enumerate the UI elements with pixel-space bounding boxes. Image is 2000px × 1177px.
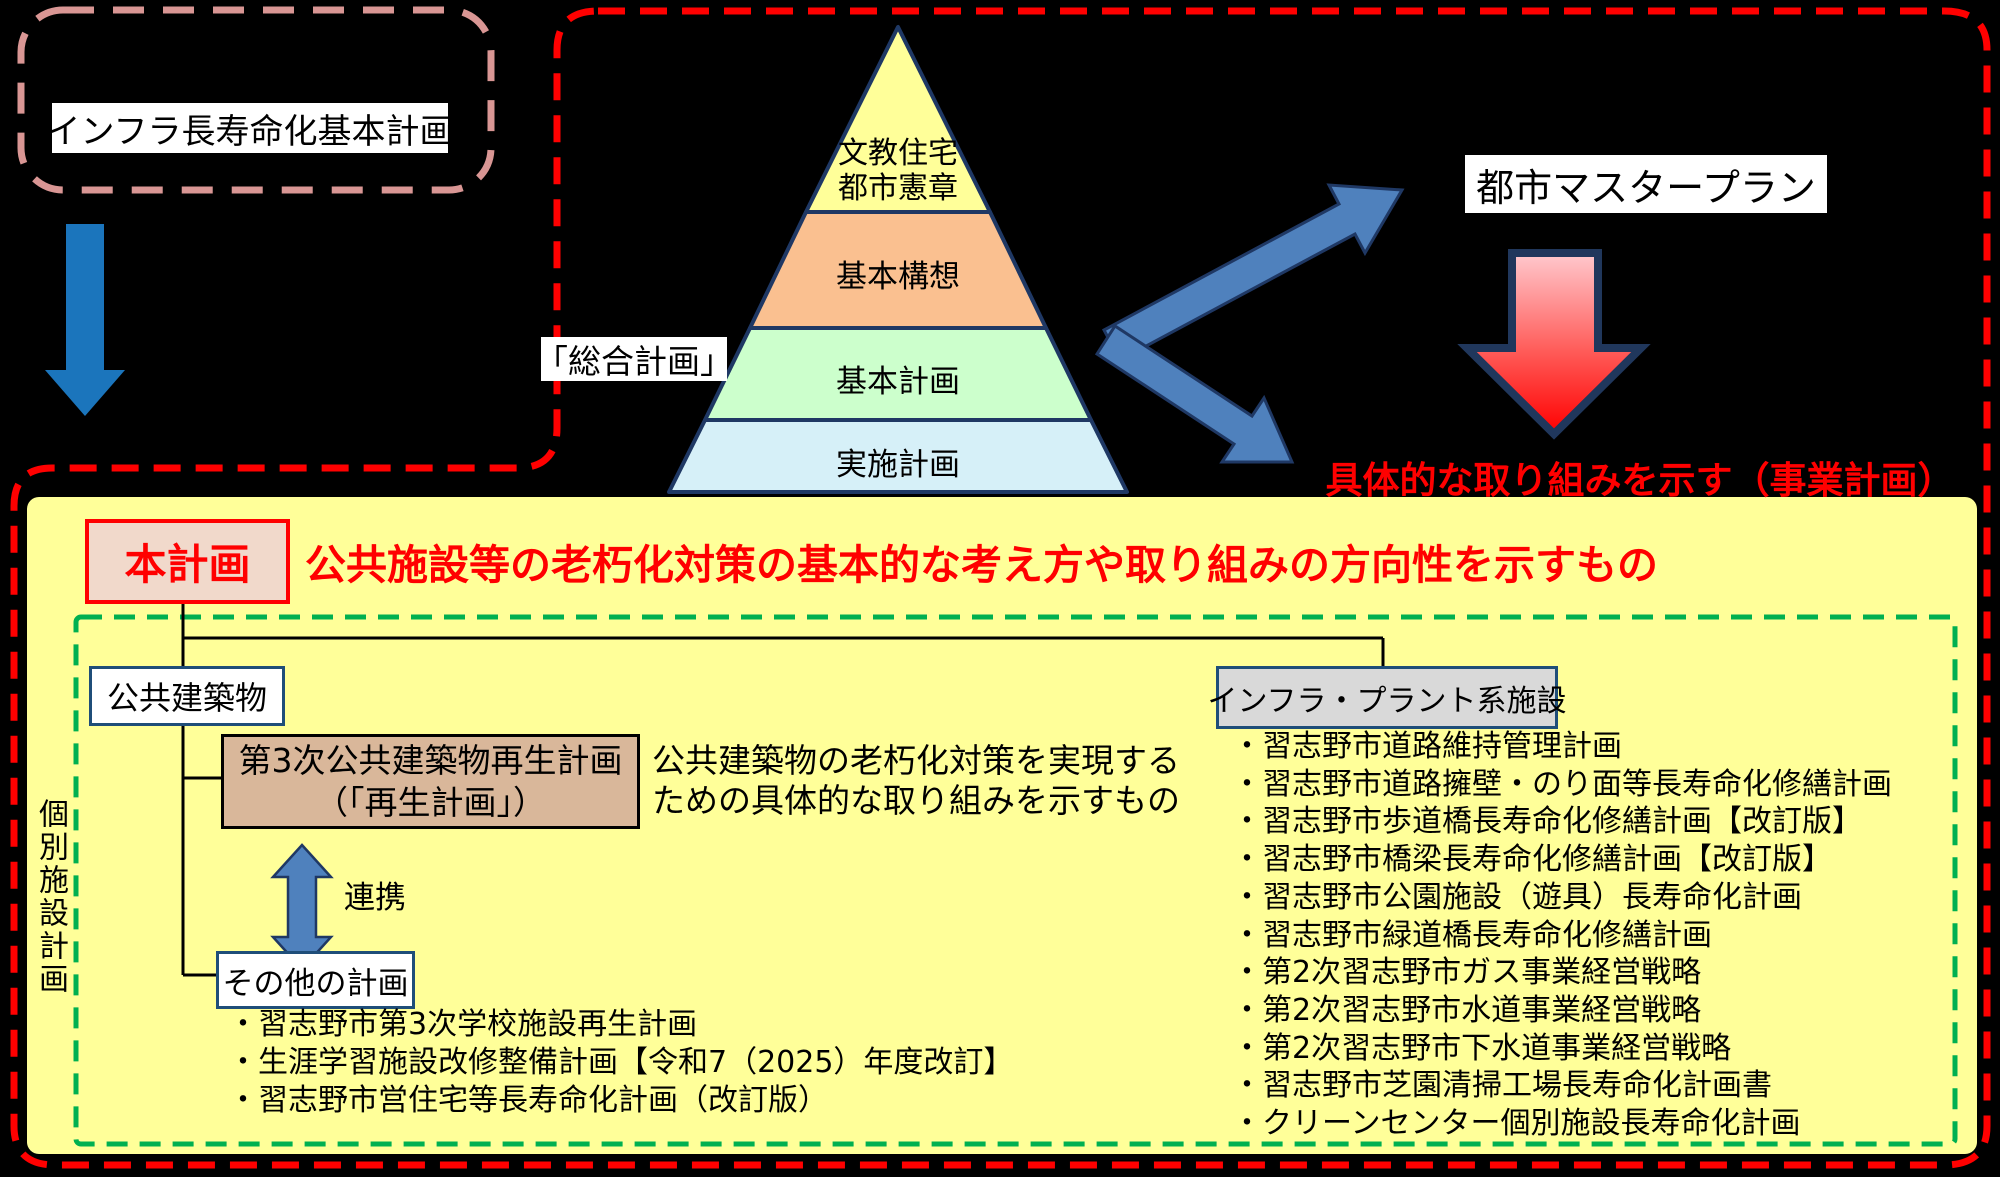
regeneration-plan-note-line1: 公共建築物の老朽化対策を実現する [652,741,1180,780]
individual-plans-side-label: 個別施設計画 [28,798,72,996]
comprehensive-plan-caption: 「総合計画」 [535,337,733,381]
city-master-plan-box: 都市マスタープラン [1465,155,1827,213]
pyramid-level-3-text: 基本計画 [836,364,960,400]
list-item: ・習志野市公園施設（遊具）長寿命化計画 [1232,879,1802,915]
this-plan-badge: 本計画 [85,519,290,604]
outer-red-dashed-border [10,7,1991,1169]
list-item: ・習志野市道路維持管理計画 [1232,729,1622,764]
red-down-arrow-icon [1457,249,1651,440]
pyramid-level-2-text: 基本構想 [836,259,960,295]
list-item: ・生涯学習施設改修整備計画【令和7（2025）年度改訂】 [228,1045,1014,1080]
list-item: ・習志野市歩道橋長寿命化修繕計画【改訂版】 [1232,804,1862,840]
pyramid-level-4-label: 実施計画 [798,439,998,484]
pyramid-level-4-text: 実施計画 [836,447,960,483]
list-item: ・第2次習志野市下水道事業経営戦略 [1232,1030,1732,1066]
regeneration-plan-box: 第3次公共建築物再生計画 （「再生計画」） [221,734,640,829]
business-plan-note: 具体的な取り組みを示す（事業計画） [1310,450,1970,504]
link-label: 連携 [344,872,406,917]
regeneration-plan-note-line2: ための具体的な取り組みを示すもの [652,781,1180,820]
this-plan-description-text: 公共施設等の老朽化対策の基本的な考え方や取り組みの方向性を示すもの [305,541,1658,589]
public-buildings-text: 公共建築物 [106,679,267,717]
city-master-plan-text: 都市マスタープラン [1476,165,1816,210]
list-item: ・習志野市営住宅等長寿命化計画（改訂版） [228,1083,828,1118]
individual-plans-side-label-text: 個別施設計画 [33,798,68,996]
regeneration-plan-line2: （「再生計画」） [315,782,546,822]
list-item: ・習志野市橋梁長寿命化修繕計画【改訂版】 [1232,842,1832,878]
connector-lines [181,595,1385,977]
infra-basic-plan-label: インフラ長寿命化基本計画 [47,103,454,153]
yellow-panel [27,497,1977,1154]
comprehensive-plan-pyramid [667,25,1129,494]
other-plans-text: その他の計画 [222,965,409,1002]
down-arrow-icon [45,224,125,416]
business-plan-note-text: 具体的な取り組みを示す（事業計画） [1325,459,1955,502]
list-item: ・習志野市第3次学校施設再生計画 [228,1007,698,1042]
arrow-to-master-plan-icon [1101,183,1405,363]
list-item: ・クリーンセンター個別施設長寿命化計画 [1232,1106,1801,1142]
comprehensive-plan-caption-text: 「総合計画」 [535,342,733,381]
infra-basic-plan-dashed-box [17,6,495,194]
link-label-text: 連携 [344,880,406,916]
infrastructure-list: ・習志野市道路維持管理計画・習志野市道路擁壁・のり面等長寿命化修繕計画・習志野市… [1232,728,1892,1143]
list-item: ・習志野市道路擁壁・のり面等長寿命化修繕計画 [1232,766,1892,802]
infrastructure-label: インフラ・プラント系施設 [1207,666,1567,729]
list-item: ・習志野市緑道橋長寿命化修繕計画 [1232,917,1712,953]
public-buildings-label: 公共建築物 [89,666,285,726]
infrastructure-text: インフラ・プラント系施設 [1207,683,1567,719]
individual-plans-green-dashed-box [73,614,1958,1147]
list-item: ・第2次習志野市水道事業経営戦略 [1232,992,1702,1028]
list-item: ・第2次習志野市ガス事業経営戦略 [1232,955,1702,991]
other-plans-list: ・習志野市第3次学校施設再生計画・生涯学習施設改修整備計画【令和7（2025）年… [228,1006,1013,1120]
regeneration-plan-line1: 第3次公共建築物再生計画 [238,740,623,780]
pyramid-level-1-line2: 都市憲章 [838,171,958,206]
list-item: ・習志野市芝園清掃工場長寿命化計画書 [1232,1068,1772,1104]
arrow-to-business-plan-icon [1094,323,1295,464]
this-plan-badge-text: 本計画 [124,540,251,589]
infra-basic-plan-text: インフラ長寿命化基本計画 [46,111,454,152]
regeneration-plan-note: 公共建築物の老朽化対策を実現する ための具体的な取り組みを示すもの [652,741,1180,821]
pyramid-level-4-shape [667,418,1129,494]
pyramid-level-1-line1: 文教住宅 [838,136,958,171]
pyramid-level-2-label: 基本構想 [798,251,998,296]
this-plan-description: 公共施設等の老朽化対策の基本的な考え方や取り組みの方向性を示すもの [305,531,1658,591]
pyramid-level-3-label: 基本計画 [798,356,998,401]
pyramid-level-1-label: 文教住宅 都市憲章 [798,136,998,206]
other-plans-label: その他の計画 [216,951,415,1009]
